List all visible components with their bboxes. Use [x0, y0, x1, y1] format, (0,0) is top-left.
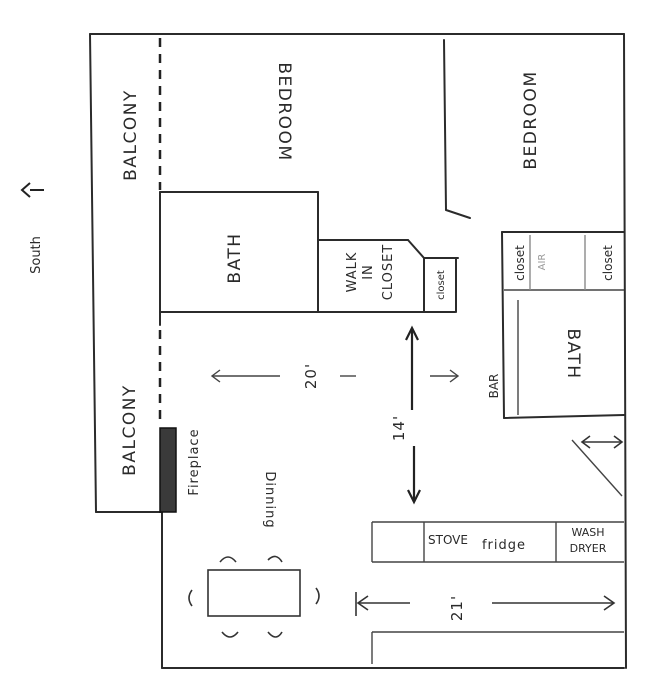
closet-right-b-label: closet: [601, 245, 615, 281]
dimension-21ft-arrows: [355, 592, 616, 616]
wash-label: WASH: [571, 526, 604, 539]
closet-small-label: closet: [436, 270, 447, 300]
dimension-20ft-arrows: [210, 369, 460, 383]
walk-in-closet-label-2: IN: [361, 264, 376, 280]
dimension-14ft-label: 14': [390, 415, 408, 441]
air-label: AIR: [537, 254, 548, 271]
bath-left-label: BATH: [225, 232, 245, 283]
fireplace-hearth: [159, 427, 177, 513]
dinning-label: Dinning: [262, 471, 277, 528]
walk-in-closet-label-3: CLOSET: [381, 244, 396, 301]
outer-walls: [89, 33, 627, 669]
balcony-top-label: BALCONY: [121, 89, 141, 181]
interior-walls: [159, 39, 625, 664]
balcony-bottom-label: BALCONY: [120, 384, 140, 476]
bar-label: BAR: [487, 374, 501, 399]
fireplace-label: Fireplace: [187, 428, 202, 495]
compass-label: South: [29, 236, 44, 274]
bedroom-left-label: BEDROOM: [274, 62, 294, 161]
dining-chairs: [188, 555, 320, 638]
north-arrow-icon: [20, 182, 44, 198]
dryer-label: DRYER: [570, 542, 607, 555]
dimension-20ft-label: 20': [302, 363, 320, 389]
dimension-14ft-arrows: [405, 325, 421, 505]
bath-right-label: BATH: [563, 328, 583, 379]
dimension-21ft-label: 21': [448, 595, 466, 621]
bedroom-right-label: BEDROOM: [521, 70, 541, 169]
walk-in-closet-label-1: WALK: [345, 252, 360, 293]
stove-label: STOVE: [428, 533, 468, 547]
door-double-arrow-icon: [580, 435, 624, 449]
fridge-label: fridge: [482, 538, 526, 553]
dining-table: [207, 569, 301, 617]
closet-right-a-label: closet: [513, 245, 527, 281]
